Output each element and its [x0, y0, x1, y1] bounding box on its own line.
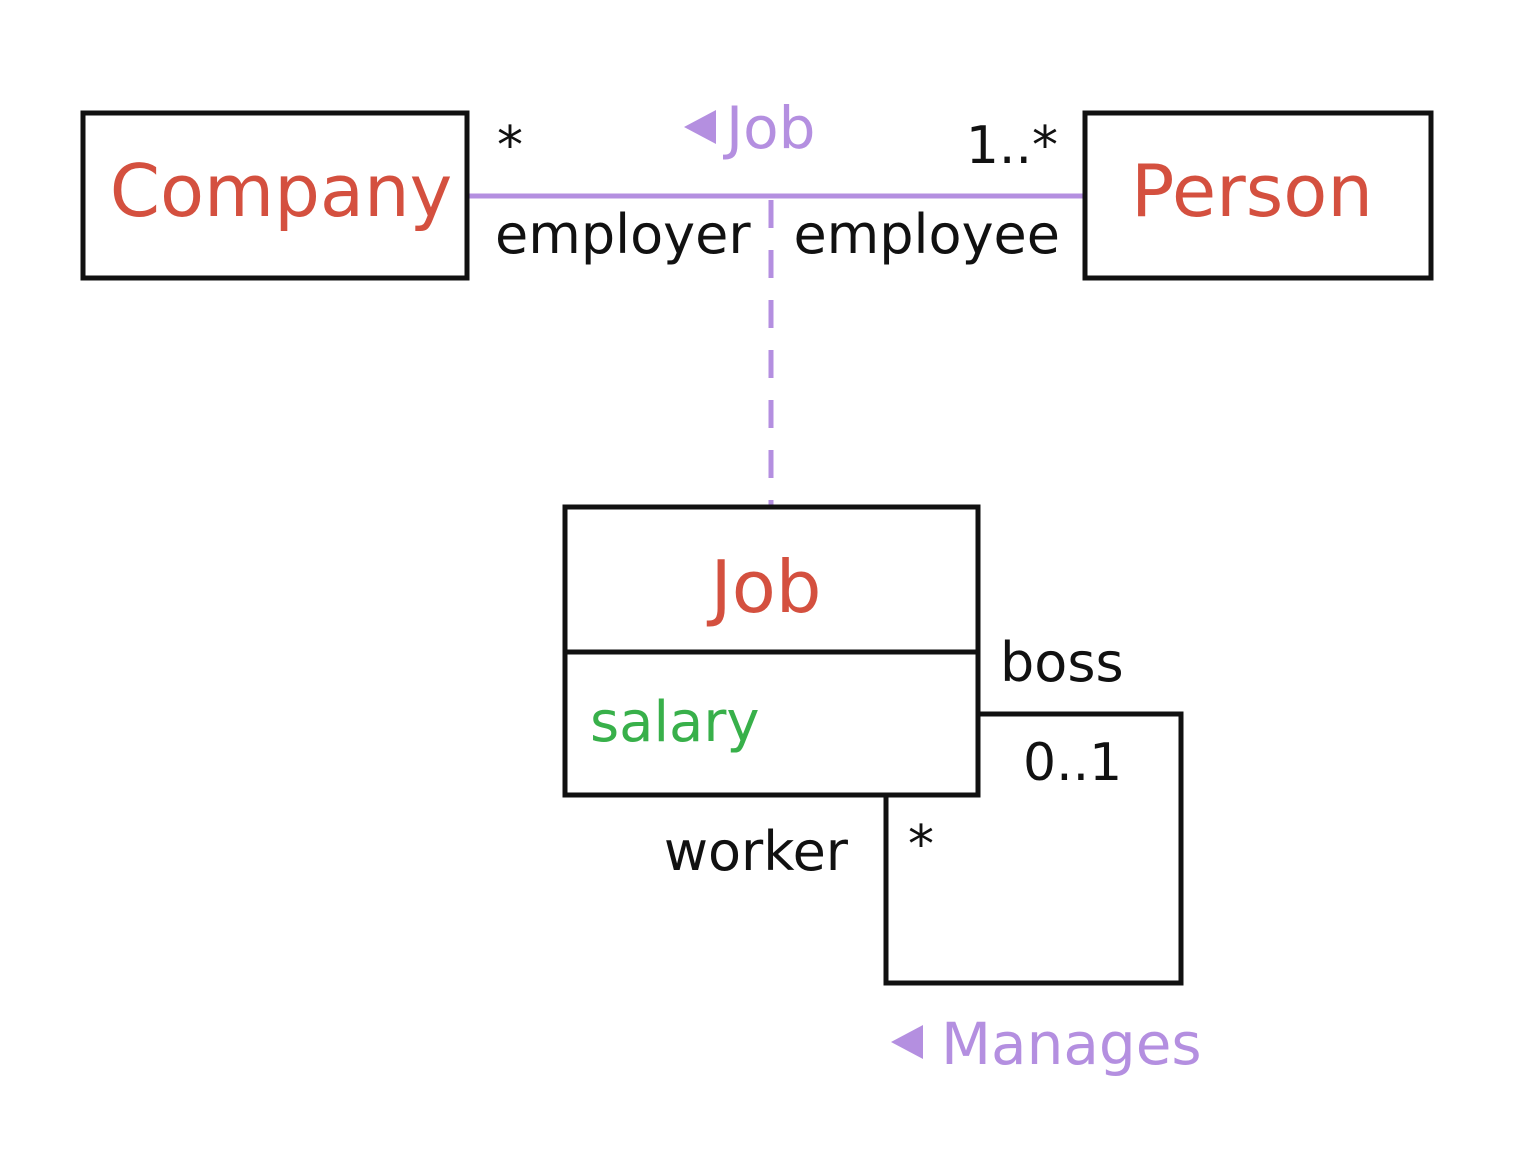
- class-job-attribute-salary: salary: [590, 690, 760, 755]
- boss-multiplicity: 0..1: [1023, 733, 1122, 793]
- class-company-name: Company: [110, 149, 453, 233]
- class-person[interactable]: Person: [1082, 110, 1434, 281]
- manages-direction-arrow-icon: [891, 1025, 923, 1059]
- class-company-box: [80, 110, 470, 281]
- manages-association-name: Manages: [941, 1010, 1202, 1078]
- class-person-name: Person: [1131, 149, 1373, 233]
- class-company[interactable]: Company: [80, 110, 470, 281]
- class-job[interactable]: Job salary: [562, 504, 981, 798]
- job-association-name: Job: [723, 94, 815, 162]
- manages-association-name-group: Manages: [891, 1010, 1202, 1078]
- class-person-box: [1082, 110, 1434, 281]
- employer-multiplicity: *: [497, 116, 523, 176]
- worker-role: worker: [664, 820, 849, 883]
- employer-role: employer: [495, 203, 751, 266]
- job-association-name-group: Job: [684, 94, 815, 162]
- boss-role: boss: [1000, 631, 1124, 694]
- employee-role: employee: [793, 203, 1060, 266]
- employee-multiplicity: 1..*: [966, 116, 1058, 176]
- job-direction-arrow-icon: [684, 110, 716, 144]
- manages-association-line: [883, 711, 1184, 986]
- class-job-name: Job: [707, 545, 822, 629]
- worker-multiplicity: *: [908, 815, 934, 875]
